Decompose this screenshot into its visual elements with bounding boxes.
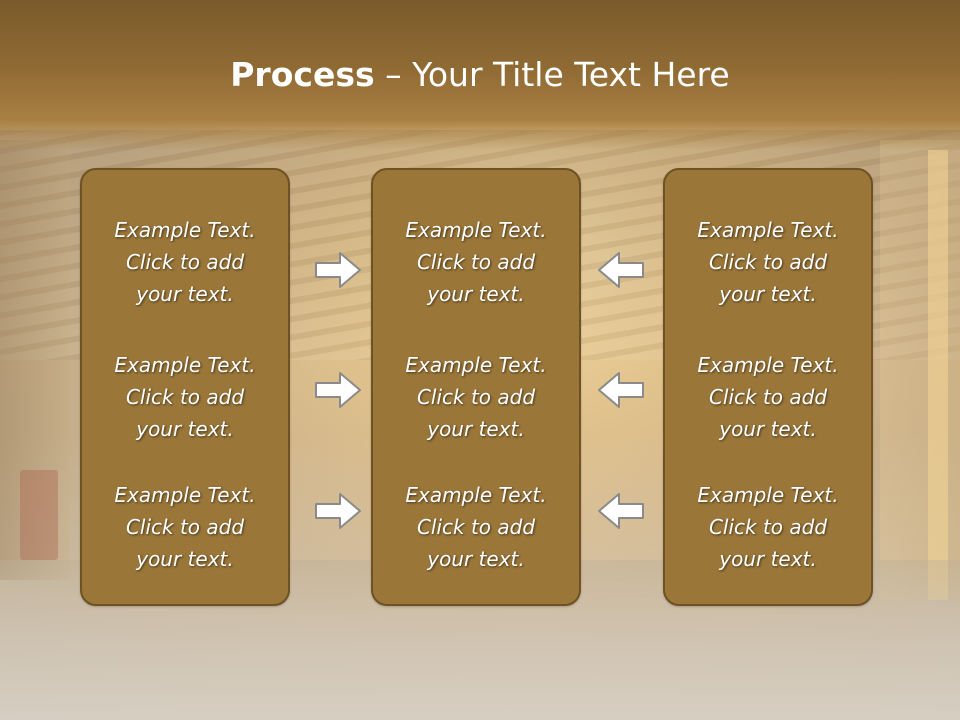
text-line: Example Text. bbox=[114, 218, 256, 242]
text-line: your text. bbox=[427, 417, 525, 441]
arrow-left-icon bbox=[598, 372, 644, 408]
text-line: Example Text. bbox=[405, 218, 547, 242]
text-line: your text. bbox=[427, 547, 525, 571]
text-line: Example Text. bbox=[405, 353, 547, 377]
background-fire-cabinet bbox=[20, 470, 58, 560]
background-column bbox=[928, 150, 948, 600]
arrow-right-icon bbox=[315, 252, 361, 288]
text-line: your text. bbox=[136, 417, 234, 441]
text-line: Click to add bbox=[125, 250, 245, 274]
text-line: Click to add bbox=[416, 250, 536, 274]
text-line: Click to add bbox=[416, 515, 536, 539]
text-line: Example Text. bbox=[114, 483, 256, 507]
text-block[interactable]: Example Text. Click to add your text. bbox=[665, 479, 871, 575]
text-block[interactable]: Example Text. Click to add your text. bbox=[665, 214, 871, 310]
text-line: your text. bbox=[719, 547, 817, 571]
text-block[interactable]: Example Text. Click to add your text. bbox=[373, 214, 579, 310]
text-line: your text. bbox=[136, 282, 234, 306]
title-rest-text: – Your Title Text Here bbox=[374, 55, 730, 94]
text-line: your text. bbox=[136, 547, 234, 571]
text-line: Click to add bbox=[708, 515, 828, 539]
arrow-left-icon bbox=[598, 493, 644, 529]
text-block[interactable]: Example Text. Click to add your text. bbox=[82, 479, 288, 575]
title-banner bbox=[0, 0, 960, 150]
background-right-wall bbox=[880, 140, 960, 600]
text-block[interactable]: Example Text. Click to add your text. bbox=[373, 479, 579, 575]
text-block[interactable]: Example Text. Click to add your text. bbox=[82, 349, 288, 445]
process-box-right[interactable]: Example Text. Click to add your text. Ex… bbox=[663, 168, 873, 606]
text-line: Click to add bbox=[708, 250, 828, 274]
text-line: Click to add bbox=[708, 385, 828, 409]
arrow-right-icon bbox=[315, 372, 361, 408]
arrow-right-icon bbox=[315, 493, 361, 529]
text-line: Example Text. bbox=[405, 483, 547, 507]
text-block[interactable]: Example Text. Click to add your text. bbox=[665, 349, 871, 445]
text-line: your text. bbox=[719, 282, 817, 306]
text-line: Click to add bbox=[416, 385, 536, 409]
text-line: your text. bbox=[719, 417, 817, 441]
text-block[interactable]: Example Text. Click to add your text. bbox=[373, 349, 579, 445]
text-line: Example Text. bbox=[697, 353, 839, 377]
background-left-wall bbox=[0, 140, 70, 580]
process-box-center[interactable]: Example Text. Click to add your text. Ex… bbox=[371, 168, 581, 606]
arrow-left-icon bbox=[598, 252, 644, 288]
title-bold-text: Process bbox=[230, 55, 375, 94]
text-block[interactable]: Example Text. Click to add your text. bbox=[82, 214, 288, 310]
process-box-left[interactable]: Example Text. Click to add your text. Ex… bbox=[80, 168, 290, 606]
text-line: your text. bbox=[427, 282, 525, 306]
text-line: Click to add bbox=[125, 385, 245, 409]
slide-title[interactable]: Process – Your Title Text Here bbox=[0, 52, 960, 98]
text-line: Example Text. bbox=[114, 353, 256, 377]
text-line: Click to add bbox=[125, 515, 245, 539]
text-line: Example Text. bbox=[697, 218, 839, 242]
text-line: Example Text. bbox=[697, 483, 839, 507]
